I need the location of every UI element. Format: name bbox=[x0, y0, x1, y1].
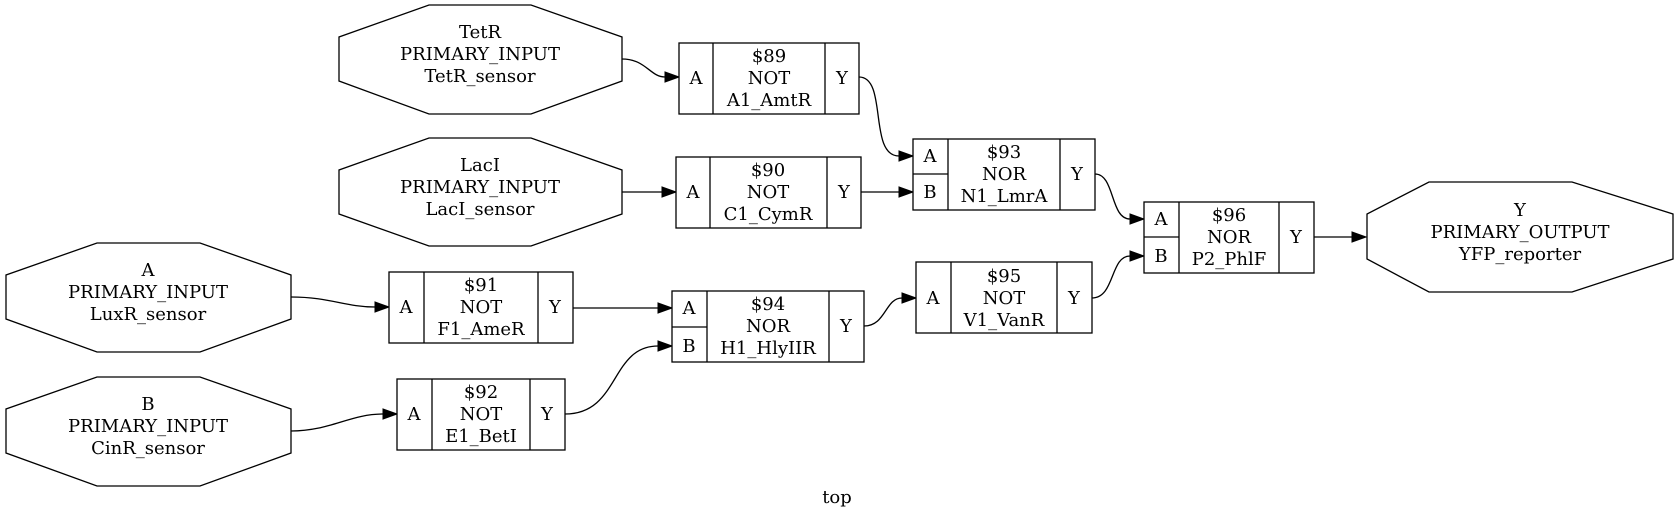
gate-96-type: NOR bbox=[1207, 227, 1252, 248]
gate-95-id: $95 bbox=[987, 266, 1021, 287]
arrowhead-g89-a bbox=[664, 71, 681, 83]
port-y: Y PRIMARY_OUTPUT YFP_reporter bbox=[1366, 181, 1674, 293]
arrowhead-g94-a bbox=[657, 302, 674, 314]
arrowhead-g91-a bbox=[374, 301, 391, 313]
edge-g94-to-g95 bbox=[863, 297, 903, 327]
gate-94-input-b: B bbox=[682, 336, 695, 357]
gate-93-output-y: Y bbox=[1070, 164, 1084, 185]
port-b-line-1: B bbox=[141, 394, 154, 415]
gate-92-type: NOT bbox=[460, 404, 503, 425]
gate-91-id: $91 bbox=[464, 275, 498, 296]
gate-94-id: $94 bbox=[751, 294, 785, 315]
arrowhead-g96-b bbox=[1129, 250, 1146, 262]
gate-89: A $89 NOT A1_AmtR Y bbox=[678, 42, 860, 115]
gate-96-input-a: A bbox=[1154, 209, 1169, 230]
gate-96: A B $96 NOR P2_PhlF Y bbox=[1143, 201, 1315, 274]
arrowhead-g95-a bbox=[901, 292, 918, 304]
edge-g95-to-g96b bbox=[1091, 255, 1131, 299]
gate-96-id: $96 bbox=[1212, 205, 1246, 226]
port-laci: LacI PRIMARY_INPUT LacI_sensor bbox=[338, 137, 623, 247]
port-a: A PRIMARY_INPUT LuxR_sensor bbox=[5, 242, 292, 353]
port-laci-line-2: PRIMARY_INPUT bbox=[400, 177, 560, 198]
port-y-line-1: Y bbox=[1513, 200, 1527, 221]
arrowhead-g94-b bbox=[657, 340, 674, 352]
gate-90: A $90 NOT C1_CymR Y bbox=[675, 156, 862, 229]
gate-93-id: $93 bbox=[987, 142, 1021, 163]
port-laci-line-3: LacI_sensor bbox=[425, 199, 534, 220]
gate-92-name: E1_BetI bbox=[445, 426, 517, 447]
gate-96-output-y: Y bbox=[1289, 227, 1303, 248]
gate-90-type: NOT bbox=[747, 182, 790, 203]
port-tetr-line-3: TetR_sensor bbox=[424, 66, 536, 87]
gate-92-input-a: A bbox=[407, 404, 422, 425]
port-tetr: TetR PRIMARY_INPUT TetR_sensor bbox=[338, 4, 623, 115]
port-a-line-1: A bbox=[141, 260, 156, 281]
arrowhead-g92-a bbox=[382, 408, 399, 420]
edge-g92-to-g94b bbox=[564, 345, 659, 415]
edges bbox=[290, 58, 1368, 432]
gate-91-type: NOT bbox=[460, 297, 503, 318]
gate-92-id: $92 bbox=[464, 382, 498, 403]
gate-95: A $95 NOT V1_VanR Y bbox=[915, 261, 1093, 334]
gate-89-type: NOT bbox=[748, 68, 791, 89]
gate-96-name: P2_PhlF bbox=[1192, 249, 1267, 270]
gate-95-name: V1_VanR bbox=[963, 310, 1045, 331]
gate-92: A $92 NOT E1_BetI Y bbox=[396, 378, 566, 451]
gate-89-id: $89 bbox=[752, 46, 786, 67]
gate-91-input-a: A bbox=[399, 297, 414, 318]
edge-b-to-g92 bbox=[290, 413, 384, 432]
edge-g93-to-g96a bbox=[1094, 173, 1131, 220]
gate-93-type: NOR bbox=[982, 164, 1027, 185]
arrowhead-g96-a bbox=[1129, 213, 1146, 225]
port-tetr-line-1: TetR bbox=[459, 22, 501, 43]
port-y-line-3: YFP_reporter bbox=[1458, 244, 1582, 265]
gate-93-input-a: A bbox=[923, 146, 938, 167]
port-b-line-2: PRIMARY_INPUT bbox=[68, 416, 228, 437]
gate-91-name: F1_AmeR bbox=[437, 319, 525, 340]
gate-93: A B $93 NOR N1_LmrA Y bbox=[912, 138, 1096, 211]
gate-95-type: NOT bbox=[983, 288, 1026, 309]
gate-94-output-y: Y bbox=[839, 316, 853, 337]
port-y-line-2: PRIMARY_OUTPUT bbox=[1431, 222, 1610, 243]
gate-94-name: H1_HlyIIR bbox=[720, 338, 816, 359]
edge-g89-to-g93a bbox=[858, 76, 900, 157]
gate-96-input-b: B bbox=[1154, 246, 1167, 267]
gate-94-type: NOR bbox=[746, 316, 791, 337]
gate-95-output-y: Y bbox=[1067, 288, 1081, 309]
gate-95-input-a: A bbox=[926, 288, 941, 309]
edge-a-to-g91 bbox=[290, 296, 376, 308]
gate-91-output-y: Y bbox=[548, 297, 562, 318]
edge-tetr-to-g89 bbox=[621, 58, 666, 78]
gate-89-output-y: Y bbox=[835, 68, 849, 89]
gate-94: A B $94 NOR H1_HlyIIR Y bbox=[671, 290, 865, 363]
port-a-line-3: LuxR_sensor bbox=[90, 304, 207, 325]
port-b: B PRIMARY_INPUT CinR_sensor bbox=[5, 376, 292, 487]
gate-92-output-y: Y bbox=[540, 404, 554, 425]
gate-90-input-a: A bbox=[686, 182, 701, 203]
port-laci-line-1: LacI bbox=[460, 155, 500, 176]
gate-90-output-y: Y bbox=[837, 182, 851, 203]
gate-91: A $91 NOT F1_AmeR Y bbox=[388, 271, 574, 344]
port-a-line-2: PRIMARY_INPUT bbox=[68, 282, 228, 303]
graph-title: top bbox=[822, 487, 852, 508]
gate-93-name: N1_LmrA bbox=[961, 186, 1049, 207]
gate-89-name: A1_AmtR bbox=[726, 90, 812, 111]
gate-93-input-b: B bbox=[923, 182, 936, 203]
port-tetr-line-2: PRIMARY_INPUT bbox=[400, 44, 560, 65]
gate-94-input-a: A bbox=[682, 298, 697, 319]
gate-90-id: $90 bbox=[751, 160, 785, 181]
arrowhead-g93-a bbox=[898, 150, 915, 162]
gate-89-input-a: A bbox=[689, 68, 704, 89]
arrowhead-g93-b bbox=[898, 186, 915, 198]
arrowhead-y bbox=[1351, 231, 1368, 243]
arrowhead-g90-a bbox=[661, 186, 678, 198]
port-b-line-3: CinR_sensor bbox=[91, 438, 205, 459]
gate-90-name: C1_CymR bbox=[724, 204, 813, 225]
